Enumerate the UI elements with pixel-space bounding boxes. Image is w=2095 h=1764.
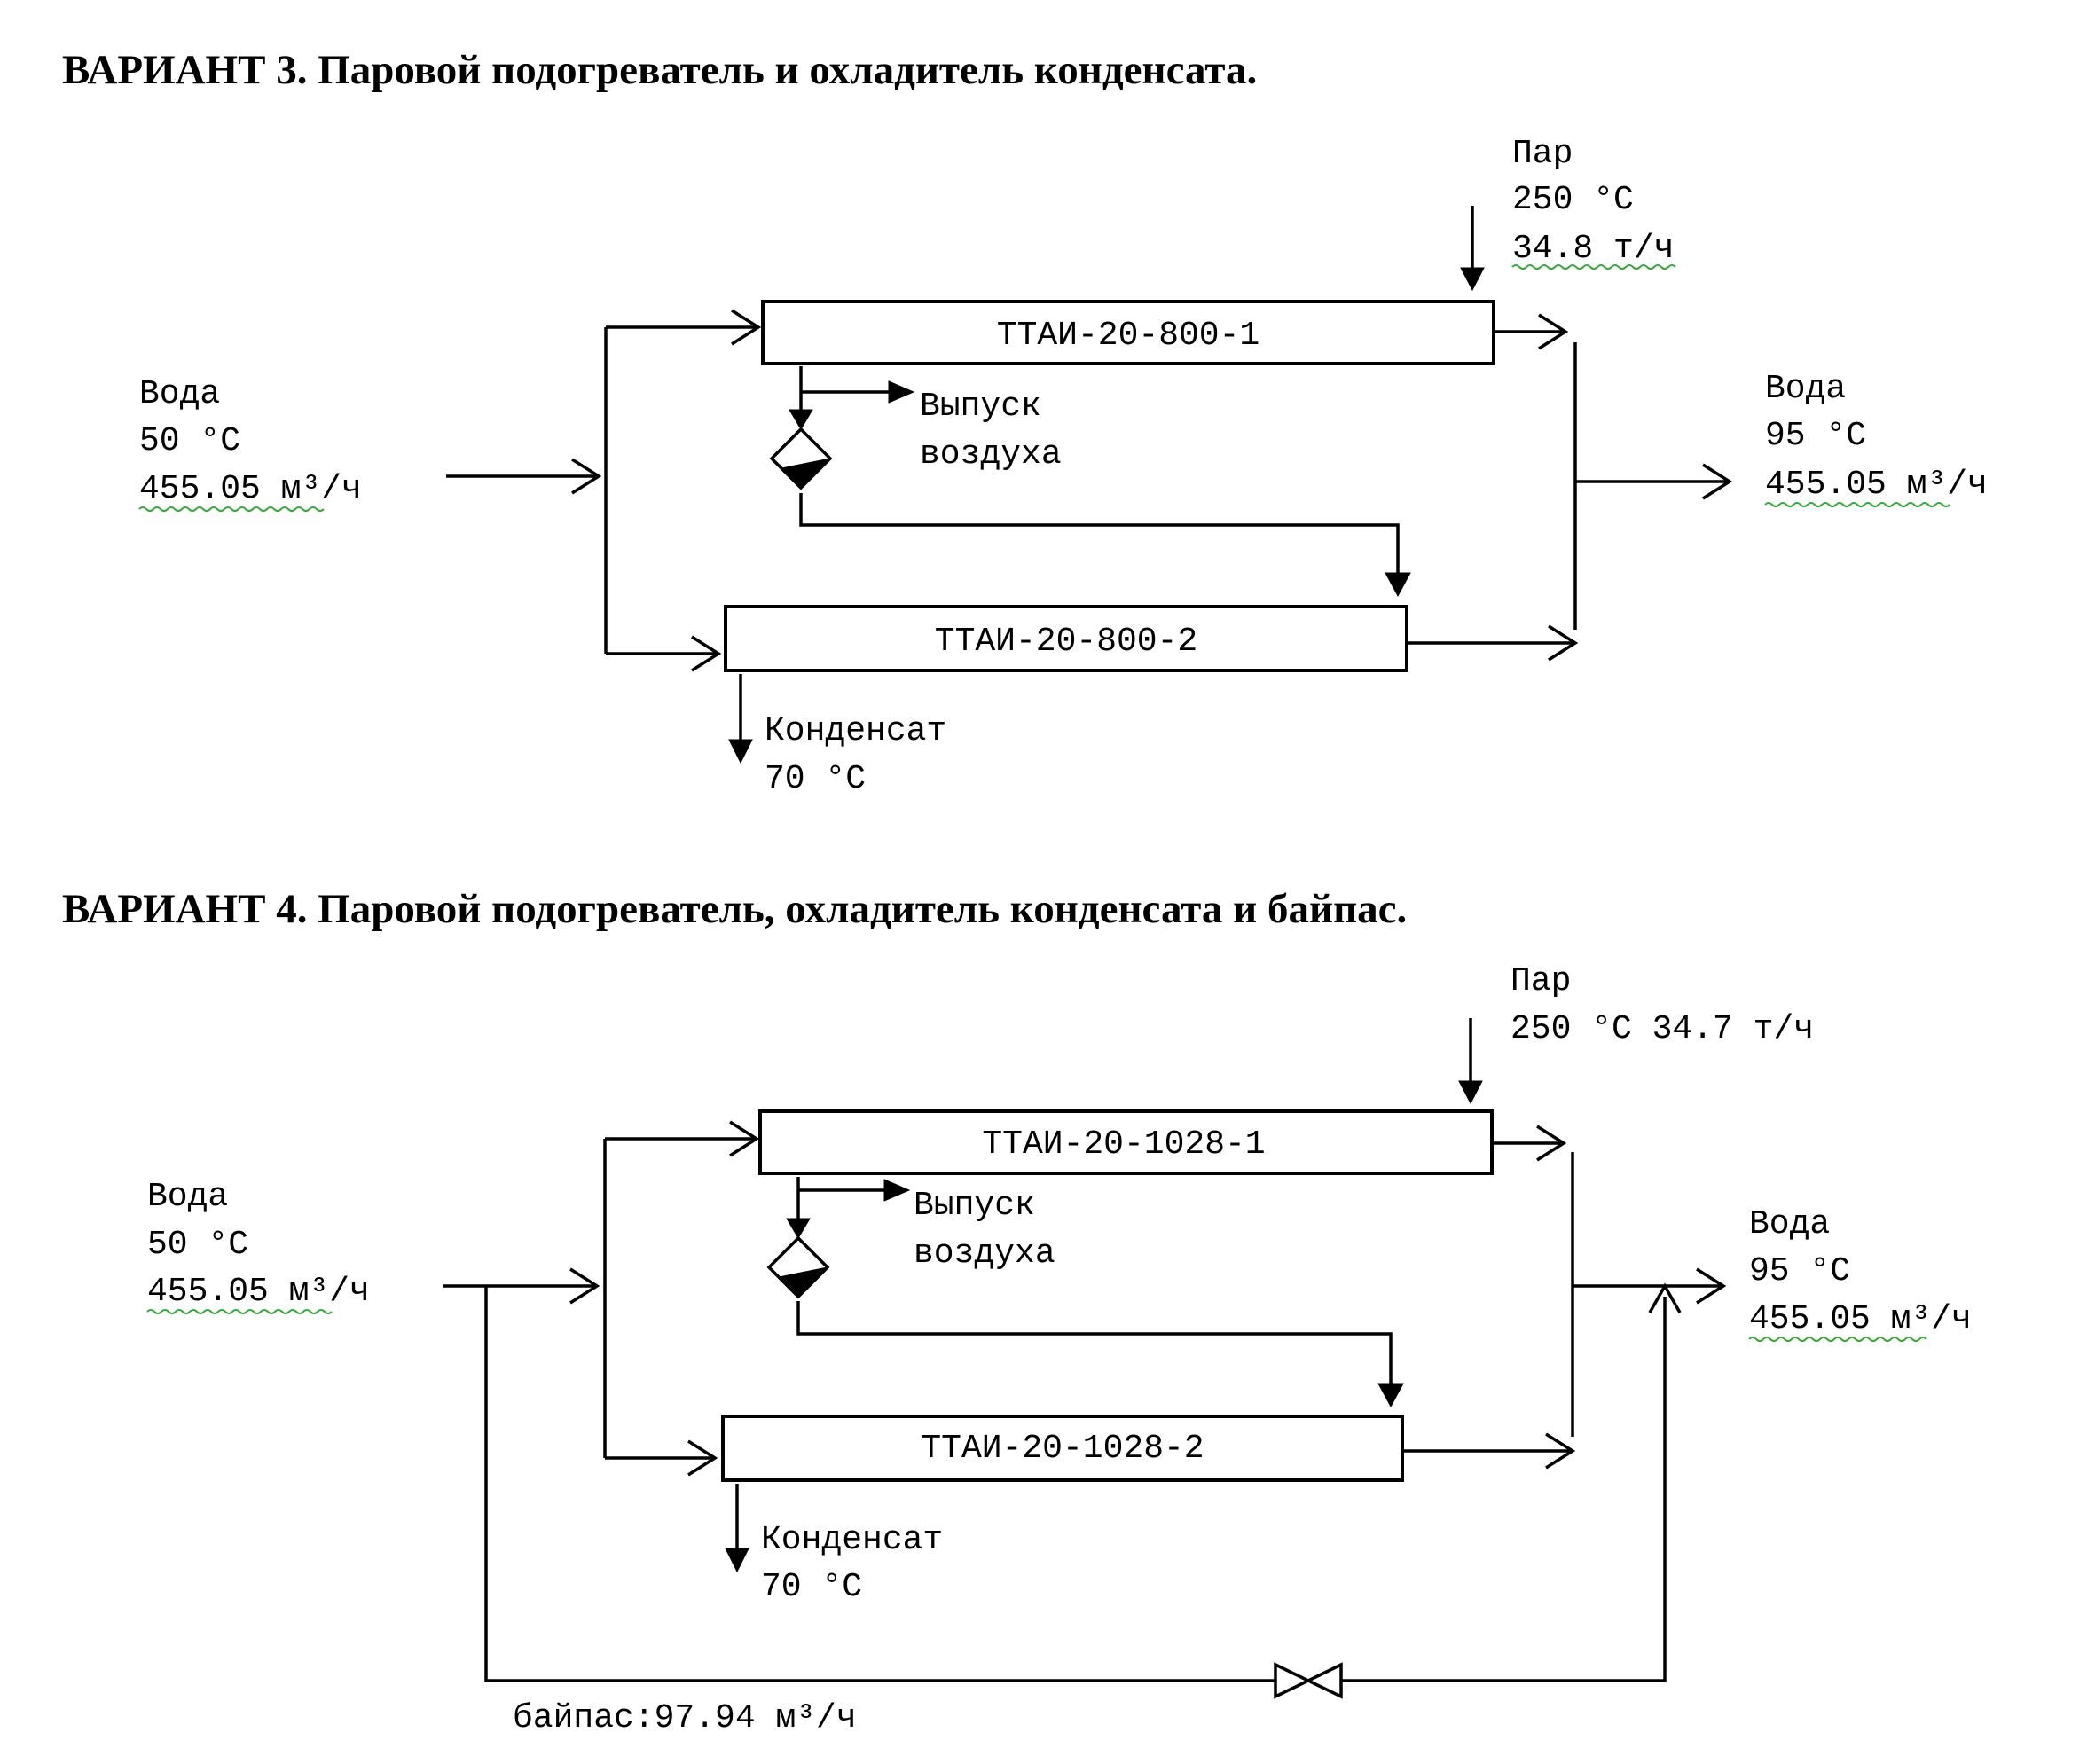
- variant3-hx2-inlet-arrow: [606, 635, 722, 672]
- variant3-water-out-label: Вода: [1765, 370, 1846, 408]
- variant4-condensate-arrow: [786, 1218, 811, 1239]
- variant4-water-in-underline: [146, 1309, 333, 1314]
- variant4-steam-label: Пар: [1510, 962, 1571, 1000]
- variant3-condensate-label: Конденсат: [765, 712, 946, 750]
- variant3-water-out-flow: 455.05 м³/ч: [1765, 466, 1988, 504]
- variant4-water-out-underline: [1748, 1337, 1927, 1342]
- variant3-water-out-underline: [1764, 502, 1950, 507]
- variant3-steam-flow: 34.8 т/ч: [1512, 230, 1674, 268]
- variant3-condensate-arrow: [789, 409, 813, 430]
- variant3-water-in-label: Вода: [139, 375, 220, 413]
- variant4-bypass-pipe-right: [1341, 1297, 1667, 1682]
- variant3-water-in-underline: [138, 506, 325, 512]
- variant4-hx1-inlet-arrow: [605, 1120, 760, 1157]
- variant4-water-in-arrow: [443, 1267, 600, 1305]
- variant4-condensate-out-arrow: [725, 1548, 749, 1573]
- variant4-title: ВАРИАНТ 4. Паровой подогреватель, охлади…: [62, 886, 1408, 932]
- variant4-water-in-temp: 50 °C: [147, 1226, 248, 1264]
- variant4-water-out-temp: 95 °C: [1749, 1252, 1850, 1290]
- variant4-air-release-arrow: [798, 1179, 911, 1202]
- variant3-water-out-temp: 95 °C: [1765, 417, 1866, 455]
- variant4-hx2-label: ТТАИ-20-1028-2: [921, 1430, 1204, 1468]
- valve-icon: [1274, 1662, 1343, 1699]
- variant4-steam-temp-flow: 250 °C 34.7 т/ч: [1510, 1010, 1814, 1048]
- variant3-hx1-outlet-arrow: [1495, 313, 1569, 350]
- variant4-bypass-label: байпас:97.94 м³/ч: [513, 1699, 857, 1737]
- variant4-bypass-return-arrow: [1648, 1282, 1682, 1313]
- variant4-water-out-flow: 455.05 м³/ч: [1749, 1300, 1972, 1338]
- variant3-steam-trap-icon: [769, 427, 833, 490]
- variant4-hx1-box: [758, 1109, 1494, 1175]
- variant4-steam-trap-icon: [766, 1235, 830, 1299]
- variant3-condensate-out-arrow: [728, 739, 753, 764]
- variant4-water-out-arrow: [1573, 1267, 1727, 1305]
- variant3-condensate-pipe-arrow: [1385, 572, 1411, 598]
- variant3-steam-flow-underline: [1511, 264, 1676, 270]
- variant3-hx2-box: [724, 605, 1408, 672]
- variant4-hx1-outlet-arrow: [1494, 1125, 1567, 1162]
- variant4-condensate-pipe: [796, 1301, 1393, 1385]
- variant4-water-in-label: Вода: [147, 1178, 228, 1216]
- variant4-air-release-line2: воздуха: [914, 1235, 1055, 1273]
- variant3-air-release-arrow: [801, 380, 915, 404]
- variant4-hx1-label: ТТАИ-20-1028-1: [982, 1125, 1265, 1164]
- variant3-water-in-temp: 50 °C: [139, 422, 240, 460]
- variant4-water-out-label: Вода: [1749, 1205, 1830, 1243]
- variant3-air-release-line2: воздуха: [920, 435, 1062, 474]
- variant4-air-release-line1: Выпуск: [914, 1187, 1035, 1225]
- variant3-hx2-outlet-arrow: [1408, 624, 1579, 662]
- variant4-diagram: Пар 250 °C 34.7 т/ч Вода 50 °C 455.05 м³…: [146, 962, 1972, 1737]
- variant4-water-in-flow: 455.05 м³/ч: [147, 1273, 370, 1311]
- variant4-steam-arrow: [1458, 1018, 1483, 1105]
- variant3-hx1-label: ТТАИ-20-800-1: [997, 317, 1259, 355]
- variant4-hx2-outlet-arrow: [1404, 1432, 1576, 1470]
- variant4-hx2-inlet-arrow: [605, 1439, 718, 1477]
- variant3-water-in-flow: 455.05 м³/ч: [139, 470, 362, 508]
- variant3-condensate-temp: 70 °C: [765, 760, 866, 798]
- variant3-hx2-label: ТТАИ-20-800-2: [935, 623, 1197, 661]
- variant4-hx2-box: [721, 1415, 1404, 1482]
- variant3-hx1-inlet-arrow: [606, 309, 762, 346]
- variant3-water-out-arrow: [1575, 463, 1733, 500]
- variant3-title: ВАРИАНТ 3. Паровой подогреватель и охлад…: [62, 47, 1258, 93]
- variant3-diagram: Пар 250 °C 34.8 т/ч Вода 50 °C 455.05 м³…: [138, 135, 1988, 798]
- variant3-steam-temp: 250 °C: [1512, 181, 1634, 219]
- variant3-steam-label: Пар: [1512, 135, 1573, 173]
- variant4-condensate-temp: 70 °C: [761, 1568, 862, 1606]
- variant4-condensate-pipe-arrow: [1377, 1383, 1404, 1408]
- variant3-hx1-box: [761, 300, 1495, 365]
- variant4-bypass-pipe-left: [484, 1286, 1275, 1682]
- variant3-air-release-line1: Выпуск: [920, 388, 1041, 426]
- variant3-condensate-pipe: [799, 493, 1400, 575]
- variant3-steam-arrow: [1460, 206, 1485, 292]
- variant3-water-in-arrow: [446, 458, 602, 495]
- variant4-condensate-label: Конденсат: [761, 1521, 943, 1559]
